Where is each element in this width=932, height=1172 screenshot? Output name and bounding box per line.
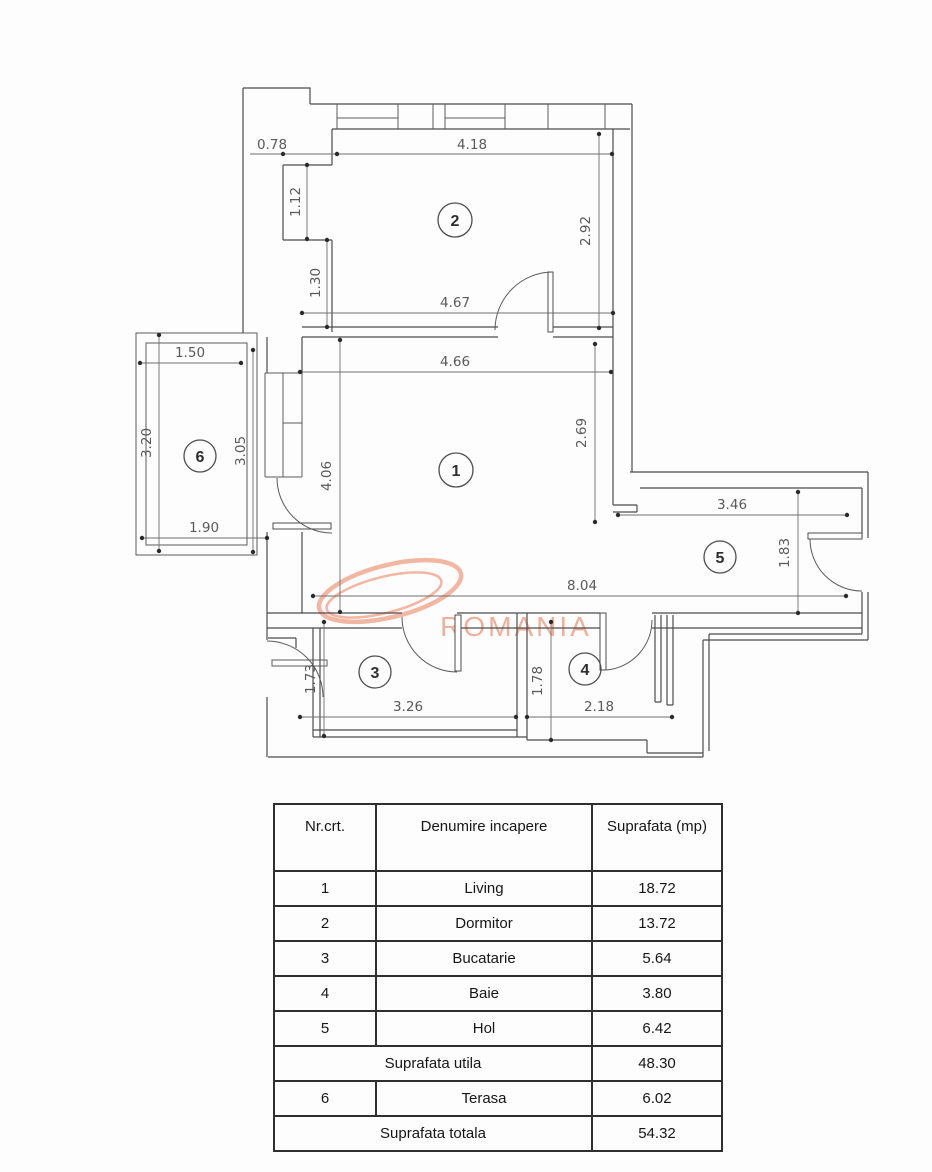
dim-label: 4.06 xyxy=(319,461,335,491)
row-no: 2 xyxy=(273,905,377,942)
dim-label: 3.26 xyxy=(393,699,423,715)
row-name: Bucatarie xyxy=(375,940,593,977)
row-no: 6 xyxy=(273,1080,377,1117)
row-area: 5.64 xyxy=(591,940,723,977)
row-area: 6.42 xyxy=(591,1010,723,1047)
room-number-4: 4 xyxy=(581,662,590,679)
table-row: 3 Bucatarie 5.64 xyxy=(273,940,723,977)
room-number-2: 2 xyxy=(451,213,460,230)
dim-label: 1.90 xyxy=(189,520,219,536)
dim-label: 2.69 xyxy=(574,418,590,448)
row-no: 4 xyxy=(273,975,377,1012)
table-row: 2 Dormitor 13.72 xyxy=(273,905,723,942)
row-no: 3 xyxy=(273,940,377,977)
dim-label: 1.12 xyxy=(288,187,304,217)
subtotal-label: Suprafata utila xyxy=(273,1045,593,1082)
table-subtotal-row: Suprafata utila 48.30 xyxy=(273,1045,723,1082)
areas-table: Nr.crt. Denumire incapere Suprafata (mp)… xyxy=(273,803,723,1152)
header-room-name: Denumire incapere xyxy=(375,803,593,872)
header-area: Suprafata (mp) xyxy=(591,803,723,872)
table-total-row: Suprafata totala 54.32 xyxy=(273,1115,723,1152)
dim-label: 4.18 xyxy=(457,137,487,153)
room-number-3: 3 xyxy=(371,665,380,682)
row-no: 1 xyxy=(273,870,377,907)
walls xyxy=(135,87,869,758)
table-row: 5 Hol 6.42 xyxy=(273,1010,723,1047)
table-row: 1 Living 18.72 xyxy=(273,870,723,907)
dimension-dots xyxy=(137,131,850,743)
dim-label: 3.20 xyxy=(139,428,155,458)
row-area: 18.72 xyxy=(591,870,723,907)
room-number-6: 6 xyxy=(196,449,205,466)
row-area: 3.80 xyxy=(591,975,723,1012)
window-icon xyxy=(264,372,328,667)
dim-label: 1.73 xyxy=(303,664,319,694)
row-name: Dormitor xyxy=(375,905,593,942)
dimension-labels: 0.78 4.18 4.67 4.66 1.50 1.90 3.46 8.04 … xyxy=(139,137,793,715)
dim-label: 4.66 xyxy=(440,354,470,370)
room-labels: 1 2 3 4 5 6 xyxy=(183,202,737,689)
dim-label: 2.92 xyxy=(578,216,594,246)
dim-label: 1.83 xyxy=(777,538,793,568)
table-row: 4 Baie 3.80 xyxy=(273,975,723,1012)
table-header-row: Nr.crt. Denumire incapere Suprafata (mp) xyxy=(273,803,723,872)
room-number-5: 5 xyxy=(716,550,725,567)
watermark-text: ROMANIA xyxy=(440,611,592,642)
dimension-lines xyxy=(140,134,847,740)
dim-label: 2.18 xyxy=(584,699,614,715)
total-label: Suprafata totala xyxy=(273,1115,593,1152)
dim-label: 4.67 xyxy=(440,295,470,311)
dim-label: 3.46 xyxy=(717,497,747,513)
row-area: 6.02 xyxy=(591,1080,723,1117)
dim-label: 1.30 xyxy=(308,268,324,298)
row-name: Terasa xyxy=(375,1080,593,1117)
row-no: 5 xyxy=(273,1010,377,1047)
subtotal-area: 48.30 xyxy=(591,1045,723,1082)
door-icon xyxy=(266,271,863,698)
dim-label: 1.78 xyxy=(530,666,546,696)
table-row-terasa: 6 Terasa 6.02 xyxy=(273,1080,723,1117)
dim-label: 1.50 xyxy=(175,345,205,361)
row-name: Living xyxy=(375,870,593,907)
total-area: 54.32 xyxy=(591,1115,723,1152)
row-area: 13.72 xyxy=(591,905,723,942)
row-name: Baie xyxy=(375,975,593,1012)
dim-label: 8.04 xyxy=(567,578,597,594)
row-name: Hol xyxy=(375,1010,593,1047)
header-no: Nr.crt. xyxy=(273,803,377,872)
dim-label: 3.05 xyxy=(233,436,249,466)
dim-label: 0.78 xyxy=(257,137,287,153)
room-number-1: 1 xyxy=(452,463,461,480)
